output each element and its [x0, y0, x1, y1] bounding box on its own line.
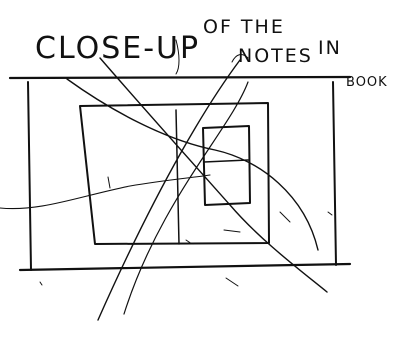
sketch-mark-5	[280, 212, 290, 222]
frame-right-line	[333, 82, 336, 265]
sketch-mark-9	[40, 282, 42, 285]
caption-book: BOOK	[346, 75, 388, 90]
inner-page-rect	[80, 103, 269, 244]
caption-closeup: CLOSE-UP	[35, 31, 200, 66]
caption-notes: NOTES	[238, 45, 313, 67]
frame-left-line	[28, 82, 31, 270]
sketch-curve-3	[98, 60, 240, 320]
caption-in: IN	[318, 37, 342, 59]
sketch-mark-8	[328, 212, 332, 215]
sketch-mark-3	[108, 177, 110, 188]
frame-top-line	[10, 77, 350, 78]
sketch-curve-2	[100, 58, 327, 292]
notes-box	[203, 126, 250, 205]
notes-box-divider	[204, 160, 248, 162]
caption-of-the: OF THE	[203, 16, 285, 38]
sketch-mark-6	[226, 278, 238, 286]
sketch-mark-4	[224, 230, 240, 232]
sketch-curve-4	[124, 82, 248, 314]
frame-bottom-line	[20, 264, 350, 270]
book-spine-line	[176, 110, 179, 244]
